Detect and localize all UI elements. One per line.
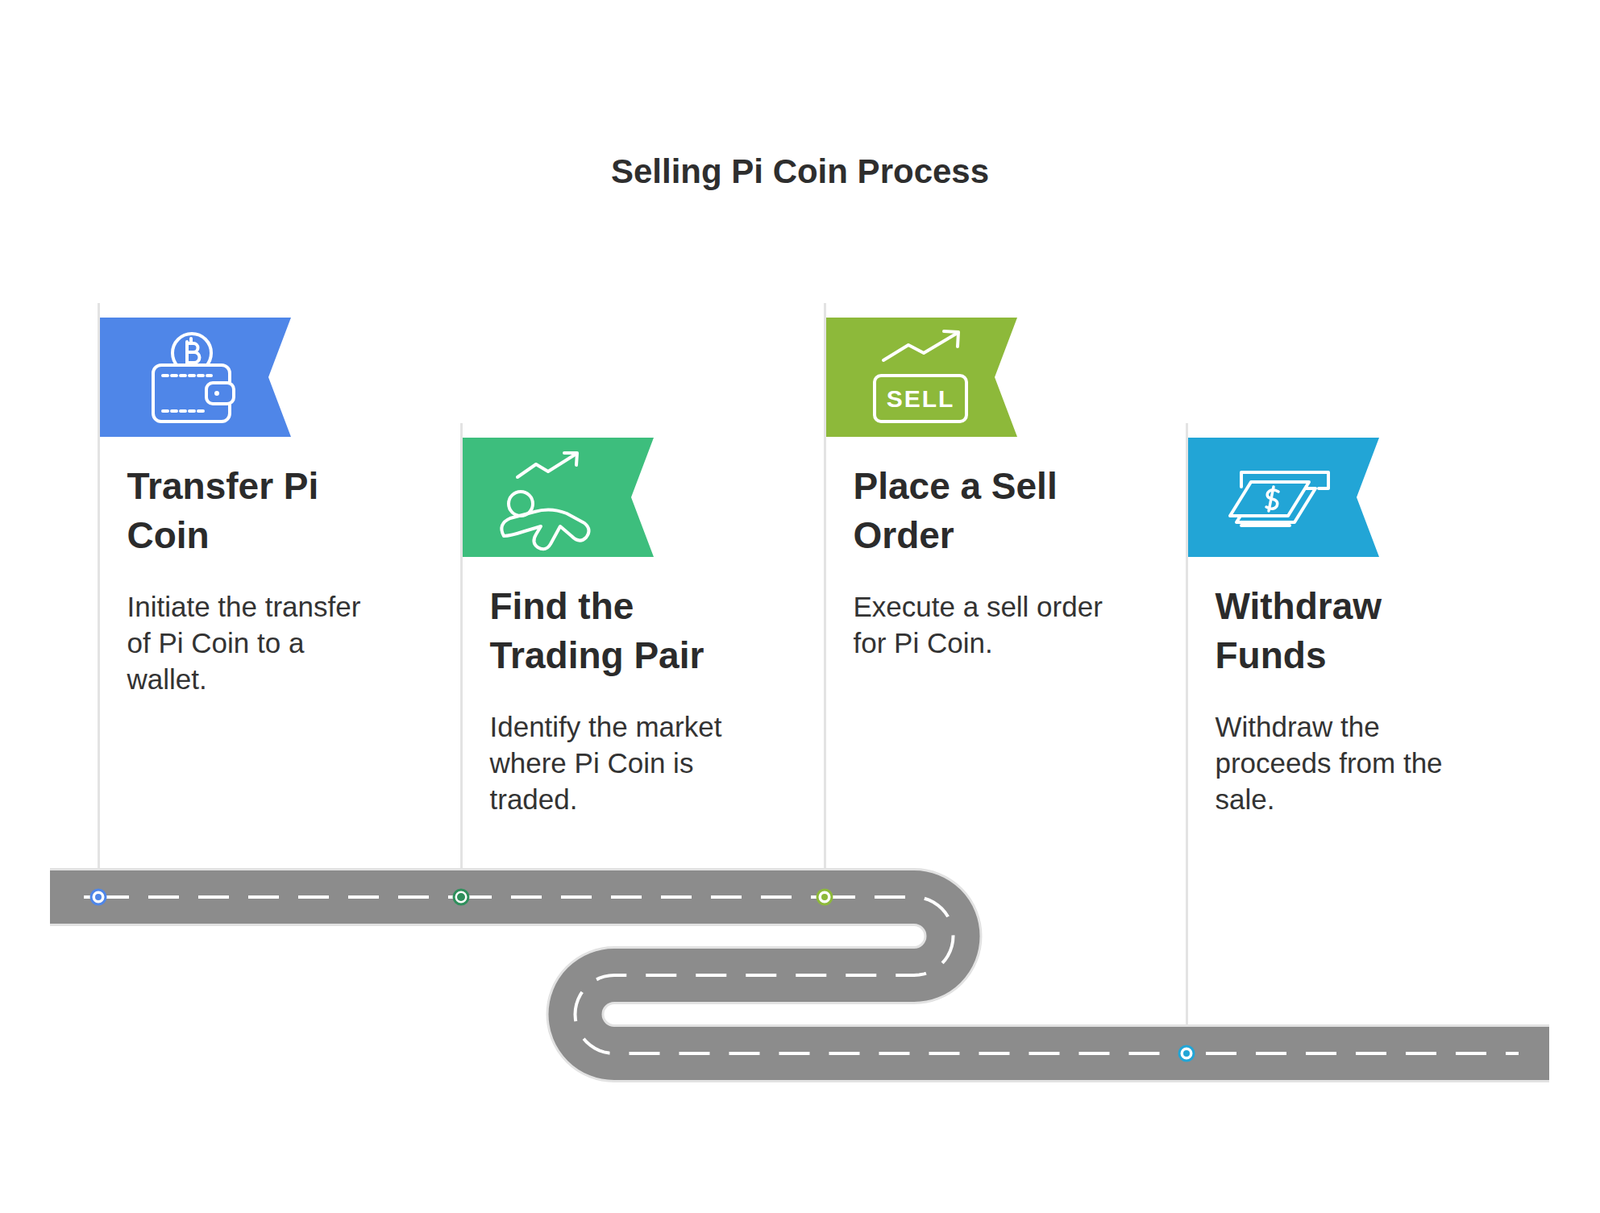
step-heading: Withdraw Funds: [1215, 581, 1472, 681]
milestone-dot: [821, 893, 828, 901]
milestone-dot: [1179, 1046, 1194, 1061]
milestone-dots: [91, 889, 1194, 1061]
step-heading: Find the Trading Pair: [490, 581, 747, 681]
road-connector: [575, 897, 1188, 1054]
wallet-clasp: [214, 390, 220, 396]
step-node: Find the Trading PairIdentify the market…: [460, 423, 751, 898]
wallet-icon: [153, 333, 234, 422]
step-text-group: Find the Trading PairIdentify the market…: [490, 581, 747, 818]
step-banner: [1188, 437, 1381, 559]
milestone-dot: [95, 893, 102, 901]
sell-box: [874, 375, 967, 422]
dollar-symbol: [1266, 486, 1279, 512]
road-dash: [1205, 1051, 1519, 1056]
coin-symbol: [172, 333, 212, 373]
step-text-group: Withdraw FundsWithdraw the proceeds from…: [1215, 581, 1472, 818]
figure-symbol: [508, 491, 533, 516]
step-heading: Place a Sell Order: [853, 461, 1110, 561]
step-banner: [462, 437, 654, 557]
step-banner: [462, 437, 656, 559]
step-node: Transfer Pi CoinInitiate the transfer of…: [97, 303, 388, 898]
milestone-dot: [1183, 1050, 1190, 1057]
road: [49, 897, 1550, 1054]
trend-arrow: [564, 452, 578, 466]
trend-arrow: [883, 332, 958, 361]
step-text-group: Transfer Pi CoinInitiate the transfer of…: [127, 461, 384, 698]
figure-symbol: [501, 509, 589, 549]
road-dash: [83, 895, 99, 899]
connector-layer: [98, 897, 1187, 1054]
coin-symbol: [187, 338, 200, 367]
cash-slot: [1241, 472, 1329, 489]
wallet-symbol: [153, 365, 230, 422]
step-description: Initiate the transfer of Pi Coin to a wa…: [127, 588, 384, 698]
milestone-dot: [453, 889, 469, 905]
step-banner: [1188, 437, 1380, 557]
trend-arrow: [943, 331, 959, 347]
trend-arrow: [517, 453, 577, 478]
step-heading: Transfer Pi Coin: [127, 461, 384, 561]
cash-bill: [1230, 482, 1310, 516]
milestone-dot: [91, 889, 106, 905]
step-node: Place a Sell OrderExecute a sell order f…: [823, 303, 1114, 898]
step-description: Identify the market where Pi Coin is tra…: [490, 708, 747, 818]
step-banner: [99, 317, 291, 437]
road-surface: [49, 897, 1550, 1054]
step-description: Withdraw the proceeds from the sale.: [1215, 708, 1472, 818]
step-icons: [153, 331, 1329, 549]
diagram-title: Selling Pi Coin Process: [0, 149, 1600, 194]
step-banner: [826, 317, 1018, 437]
milestone-dot: [817, 889, 832, 905]
step-banner: [826, 317, 1019, 439]
road-edge: [49, 897, 1550, 1054]
step-description: Execute a sell order for Pi Coin.: [853, 588, 1110, 661]
wallet-stitch: [162, 409, 204, 413]
sell-icon: [874, 331, 967, 422]
milestone-dot: [457, 893, 466, 902]
cash-bill: [1236, 488, 1316, 523]
wallet-clasp: [206, 382, 234, 404]
step-text-group: Place a Sell OrderExecute a sell order f…: [853, 461, 1110, 661]
road-connector: [98, 895, 462, 899]
road-connector: [461, 895, 825, 899]
withdraw-icon: [1230, 472, 1329, 526]
step-node: Withdraw FundsWithdraw the proceeds from…: [1185, 423, 1476, 1054]
wallet-stitch: [162, 374, 212, 378]
market-icon: [501, 452, 589, 549]
cash-bill: [1241, 523, 1290, 528]
step-banner: [99, 317, 293, 439]
